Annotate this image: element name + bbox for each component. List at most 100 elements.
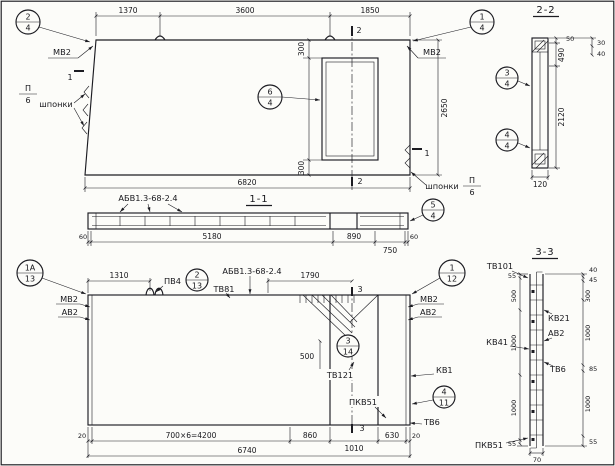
opening-diagonal-bars [299,294,379,339]
label-mv2-left: МВ2 [53,47,71,57]
section-3-3-right-dims: 40 45 300 1000 85 1000 55 [545,266,597,448]
keyways-left: шпонки П 6 [19,84,90,135]
callout-4-4: 4 4 [495,128,531,152]
section-3-top-label: 3 [357,285,362,294]
callout-sheet: 4 [504,80,509,89]
section-1-1-view: 1-1 АБВ1.3-68-2.4 5 4 [79,193,445,255]
mesh-mark-plan: АБВ1.3-68-2.4 [222,266,282,294]
dim-500: 500 [300,352,315,361]
label-av2: АВ2 [548,328,564,338]
dim-70-group: 70 [528,448,545,464]
reinforcement-plan-view: 3 3 1А 13 1 12 1310 1790 ПВ4 [16,259,466,458]
callout-num: 1А [25,264,36,273]
dim-3600: 3600 [235,6,254,15]
dim-300-bottom: 300 [297,161,306,176]
loop-label-left: МВ2 [48,45,94,59]
elevation-top-dims: 1370 3600 1850 [94,6,412,36]
dim-60-left: 60 [79,233,87,241]
mark-num: П [25,84,31,93]
plan-top-dims: 1310 1790 [86,271,354,293]
section-3-3-body [529,271,544,449]
callout-1-12: 1 12 [411,259,466,295]
label-tv6-group: ТВ6 [409,417,440,427]
dim-120: 120 [533,180,548,189]
dim-750: 750 [383,246,398,255]
dim-55-top: 55 [508,272,516,280]
dim-6820: 6820 [237,178,256,187]
callout-num: 5 [430,201,435,210]
callout-sheet: 4 [504,142,509,151]
section-2-2-dims: 50 490 2120 30 40 120 [530,35,605,189]
label-tv121: ТВ121 [326,370,353,380]
section-1-1-dims: 60 5180 890 750 60 [79,231,418,255]
callout-sheet: 4 [479,24,484,33]
dim-50: 50 [566,35,574,43]
section-2-2-title: 2-2 [536,5,555,16]
callout-3-4: 3 4 [495,66,531,90]
label-tv6: ТВ6 [549,364,566,374]
dim-55-bottom: 55 [508,440,516,448]
dim-2120: 2120 [557,107,566,126]
dim-1000-a: 1000 [584,325,592,342]
label-pkv51: ПКВ51 [475,440,503,450]
dim-1000-b: 1000 [510,400,518,417]
keyways-right: шпонки П 6 [404,144,481,197]
label-abv-mesh: АБВ1.3-68-2.4 [118,193,177,203]
callout-sheet: 4 [25,24,30,33]
label-kv21-group: КВ21 [543,309,570,323]
callout-num: 3 [345,337,350,346]
dim-70: 70 [533,456,541,464]
dim-500-group: 500 [295,339,322,373]
callout-num: 1 [449,264,454,273]
label-pv4-group: ПВ4 [155,276,181,293]
label-pkv51-group: ПКВ51 [340,396,388,419]
callout-sheet: 13 [25,275,35,284]
dim-1010: 1010 [344,444,363,453]
dim-300-top: 300 [297,42,306,57]
label-kv1: КВ1 [436,365,453,375]
dim-45: 45 [589,276,597,284]
callout-4-11: 4 11 [411,385,456,409]
rebar-grid [87,294,411,426]
dim-20-right: 20 [412,432,420,440]
door-opening [321,57,379,161]
dim-6740: 6740 [237,446,256,455]
callout-sheet: 13 [192,282,202,291]
dim-700x6: 700×6=4200 [166,431,217,440]
dim-1000-b: 1000 [584,396,592,413]
callout-num: 1 [479,13,484,22]
callout-1-4: 1 4 [412,9,495,42]
mark-sheet: 6 [469,188,474,197]
label-kv21: КВ21 [548,313,570,323]
section-1-1-body [87,212,409,230]
label-kv41-group: КВ41 [486,337,530,350]
section-2-2-body [531,37,549,169]
label-mv2-right: МВ2 [420,294,438,304]
panel-outline [84,39,411,176]
label-tv6-sec-group: ТВ6 [543,361,566,374]
dim-60-right: 60 [410,233,418,241]
dim-5180: 5180 [202,232,221,241]
section-line-1: 1 1 [67,70,430,158]
callout-num: 4 [504,131,509,140]
callout-1a-13: 1А 13 [16,259,87,295]
label-pkv51: ПКВ51 [349,397,377,407]
label-tv121-group: ТВ121 [318,361,363,380]
label-shponki-left: шпонки [39,99,72,109]
dim-1850: 1850 [360,6,379,15]
elevation-bottom-dim: 6820 [83,177,412,192]
callout-6-4: 6 4 [257,84,321,110]
plan-bottom-dims: 20 700×6=4200 860 1010 630 20 6740 [78,427,420,458]
label-tv81-group: ТВ81 [212,284,235,299]
callout-num: 2 [25,13,30,22]
dim-860: 860 [303,431,318,440]
dim-40: 40 [589,266,597,274]
section-line-2: 2 2 [351,26,363,190]
dim-40: 40 [597,50,605,58]
loop-label-right: МВ2 [406,45,446,59]
section-2-top-label: 2 [356,26,361,35]
label-abv-mesh: АБВ1.3-68-2.4 [222,266,281,276]
